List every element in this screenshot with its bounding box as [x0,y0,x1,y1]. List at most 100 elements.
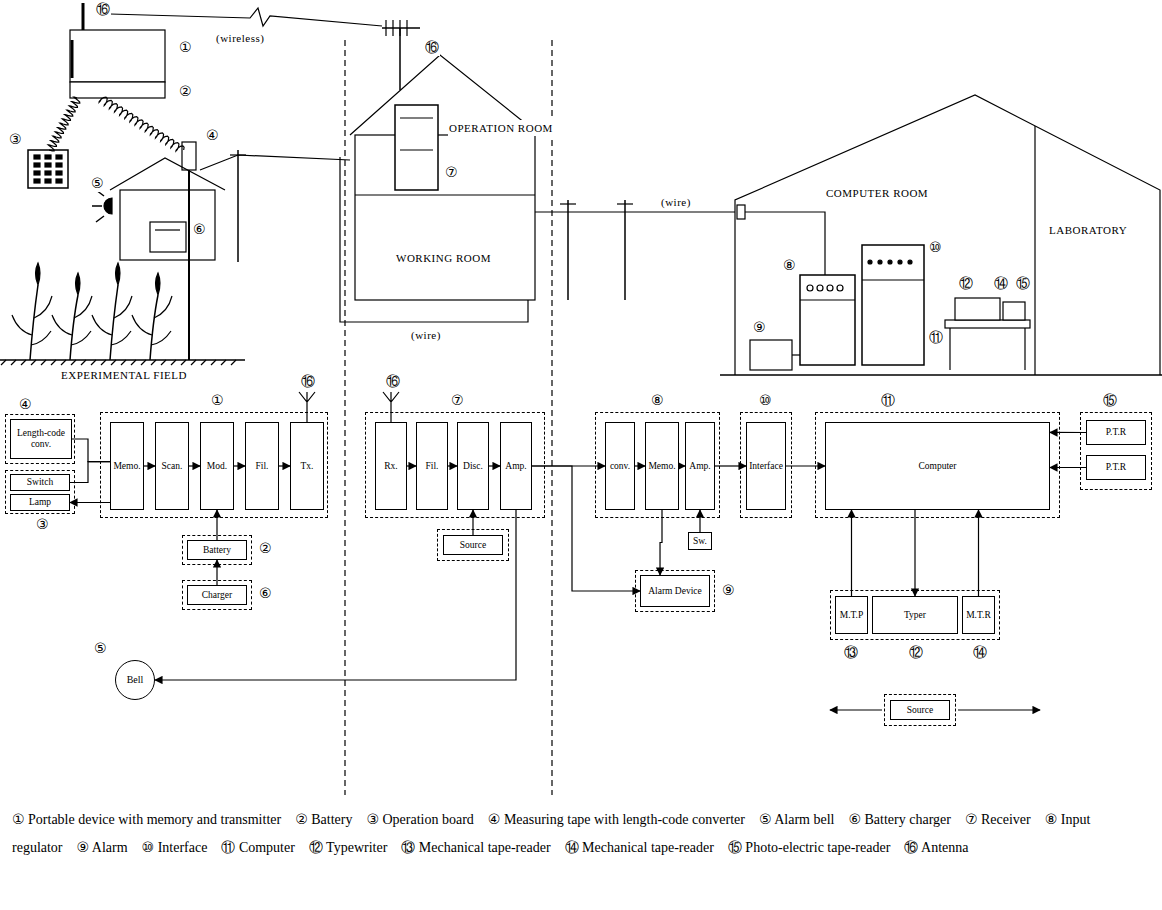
block-box: Sw. [688,532,712,550]
plant [150,295,158,360]
block-box: Memo. [645,422,679,510]
signal-line [216,560,217,585]
power-line [958,709,1040,710]
wireless-link [110,8,382,26]
callout-number: ⑦ [444,165,459,181]
antenna-symbol [383,392,399,422]
legend-item: ② Battery [295,812,352,827]
block-box: Alarm Device [640,575,710,607]
area-label: (wire) [660,194,692,210]
ground [0,359,245,361]
legend-item: ⑥ Battery charger [848,812,950,827]
box-label: Source [907,705,933,716]
legend-item: ⑤ Alarm bell [759,812,835,827]
charger-house [150,222,186,252]
signal-line [489,465,500,466]
ground [0,360,245,365]
block-box: Rx. [375,422,407,510]
callout-number: ① [211,393,224,409]
dashed-group: conv.Memo.Amp.⑧ [595,412,720,518]
operation-board [28,150,68,188]
block-box: Charger [187,585,247,605]
section-divider [345,40,552,795]
operation-board [56,171,62,175]
section-divider [551,40,552,795]
computer-building [1024,328,1025,370]
legend-item: ① Portable device with memory and transm… [12,812,281,827]
callout-number: ⑥ [192,222,207,238]
computer-building [1003,302,1025,320]
ground [121,360,126,365]
plant [12,296,52,345]
box-label: Rx. [384,461,397,472]
computer-building [737,205,745,219]
operation-board [45,179,51,183]
dashed-group: Computer⑪ [815,412,1060,518]
box-label: Disc. [463,461,483,472]
computer-building [945,320,1030,328]
operation-building [560,203,576,204]
callout-number: ⑯ [385,374,401,390]
box-label: Sw. [693,536,707,547]
legend-item: ⑯ Antenna [904,840,968,855]
block-box: Typer [872,596,958,634]
signal-line [70,502,110,503]
operation-board [28,150,68,188]
plant [156,273,161,295]
signal-line [234,465,245,466]
legend-item: ⑭ Mechanical tape-reader [565,840,714,855]
callout-number: ⑦ [451,393,464,409]
operation-board [34,163,40,167]
callout-number: ⑮ [1015,276,1031,292]
box-label: Bell [127,674,144,686]
computer-building [837,285,843,291]
block-box: Source [443,535,503,555]
box-label: Computer [919,461,957,472]
block-box: Source [890,700,950,720]
box-label: Amp. [689,461,710,472]
callout-number: ④ [205,128,220,144]
antenna [406,20,407,36]
ground [81,360,86,365]
area-label: OPERATION ROOM [448,120,554,136]
bell-circle: ⑤Bell [115,660,155,700]
callout-number: ⑫ [909,645,923,661]
charger-house [200,155,350,170]
charger-house [92,150,528,322]
plant [92,296,132,345]
ground [221,360,226,365]
ground [91,360,96,365]
block-box: Fil. [416,422,448,510]
ground [181,360,186,365]
block-box: Interface [746,422,786,510]
callout-number: ⑮ [1103,393,1117,409]
box-label: Alarm Device [648,586,702,597]
plant [110,285,118,360]
box-label: Switch [27,477,53,488]
callout-number: ⑧ [651,393,664,409]
callout-number: ⑭ [993,276,1009,292]
callout-number: ⑯ [300,374,316,390]
box-label: P.T.R [1106,462,1126,473]
block-box: Scan. [155,422,189,510]
ground [151,360,156,365]
box-label: Fil. [256,461,269,472]
computer-building [792,354,800,355]
callout-number: ⑨ [722,583,735,599]
signal-line [635,465,645,466]
signal-line [155,510,516,680]
legend-item: ⑮ Photo-electric tape-reader [728,840,890,855]
block-box: conv. [605,422,635,510]
ground [41,360,46,365]
box-label: Memo. [648,461,675,472]
area-label: (wireless) [215,30,265,46]
plant [30,285,38,360]
computer-building [862,279,924,280]
area-label: COMPUTER ROOM [825,185,929,201]
ground [101,360,106,365]
callout-number: ② [178,84,193,100]
computer-building [720,95,1162,375]
computer-building [827,285,833,291]
operation-board [45,171,51,175]
operation-board [34,155,62,183]
